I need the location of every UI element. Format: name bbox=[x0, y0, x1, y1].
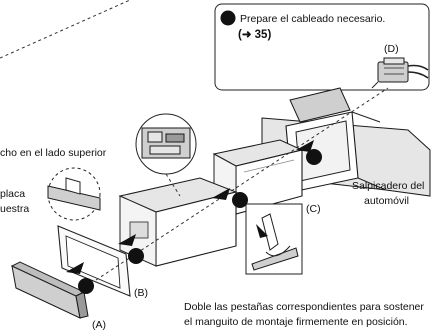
caption-line-2: el manguito de montaje firmemente en pos… bbox=[184, 316, 408, 328]
assembly-line bbox=[95, 87, 389, 281]
step-5-badge: 5 bbox=[78, 278, 94, 294]
part-b-label: (B) bbox=[134, 287, 148, 299]
car-receiver bbox=[118, 177, 238, 267]
placa-label-1: placa bbox=[0, 188, 25, 200]
wiring-connector bbox=[371, 57, 429, 89]
tab-bend-detail bbox=[245, 203, 303, 275]
step-2-badge bbox=[220, 10, 236, 26]
step-4-number: 4 bbox=[133, 251, 140, 263]
step-3-number: 3 bbox=[237, 195, 243, 207]
part-d-label: (D) bbox=[384, 43, 399, 55]
part-c-label: (C) bbox=[306, 203, 321, 215]
top-side-note: cho en el lado superior bbox=[0, 147, 107, 159]
step-3-badge: 3 bbox=[232, 192, 248, 208]
mounting-sleeve bbox=[212, 139, 304, 215]
step-2-number: 2 bbox=[225, 13, 231, 25]
dashboard-label-1: Salpicadero del bbox=[352, 180, 424, 192]
top-detail-circle bbox=[47, 167, 101, 221]
placa-label-2: uestra bbox=[0, 203, 29, 215]
faceplate bbox=[10, 261, 89, 319]
step-5-number: 5 bbox=[83, 281, 89, 293]
caption-line-1: Doble las pestañas correspondientes para… bbox=[184, 301, 424, 313]
dashboard-label-2: automóvil bbox=[364, 195, 409, 207]
callout-text: Prepare el cableado necesario. bbox=[240, 13, 385, 25]
step-1-badge: 1 bbox=[306, 149, 322, 165]
assembly-arrows bbox=[66, 140, 314, 274]
wiring-callout: 2 Prepare el cableado necesario. (➜ 35) … bbox=[214, 3, 430, 91]
car-dashboard bbox=[261, 87, 431, 197]
part-a-label: (A) bbox=[92, 319, 106, 331]
trim-plate bbox=[57, 225, 131, 297]
connector-detail-circle bbox=[135, 113, 197, 197]
leader-line-top bbox=[0, 0, 131, 59]
step-4-badge: 4 bbox=[128, 248, 144, 264]
page-ref: (➜ 35) bbox=[238, 29, 271, 41]
step-1-number: 1 bbox=[311, 152, 317, 164]
